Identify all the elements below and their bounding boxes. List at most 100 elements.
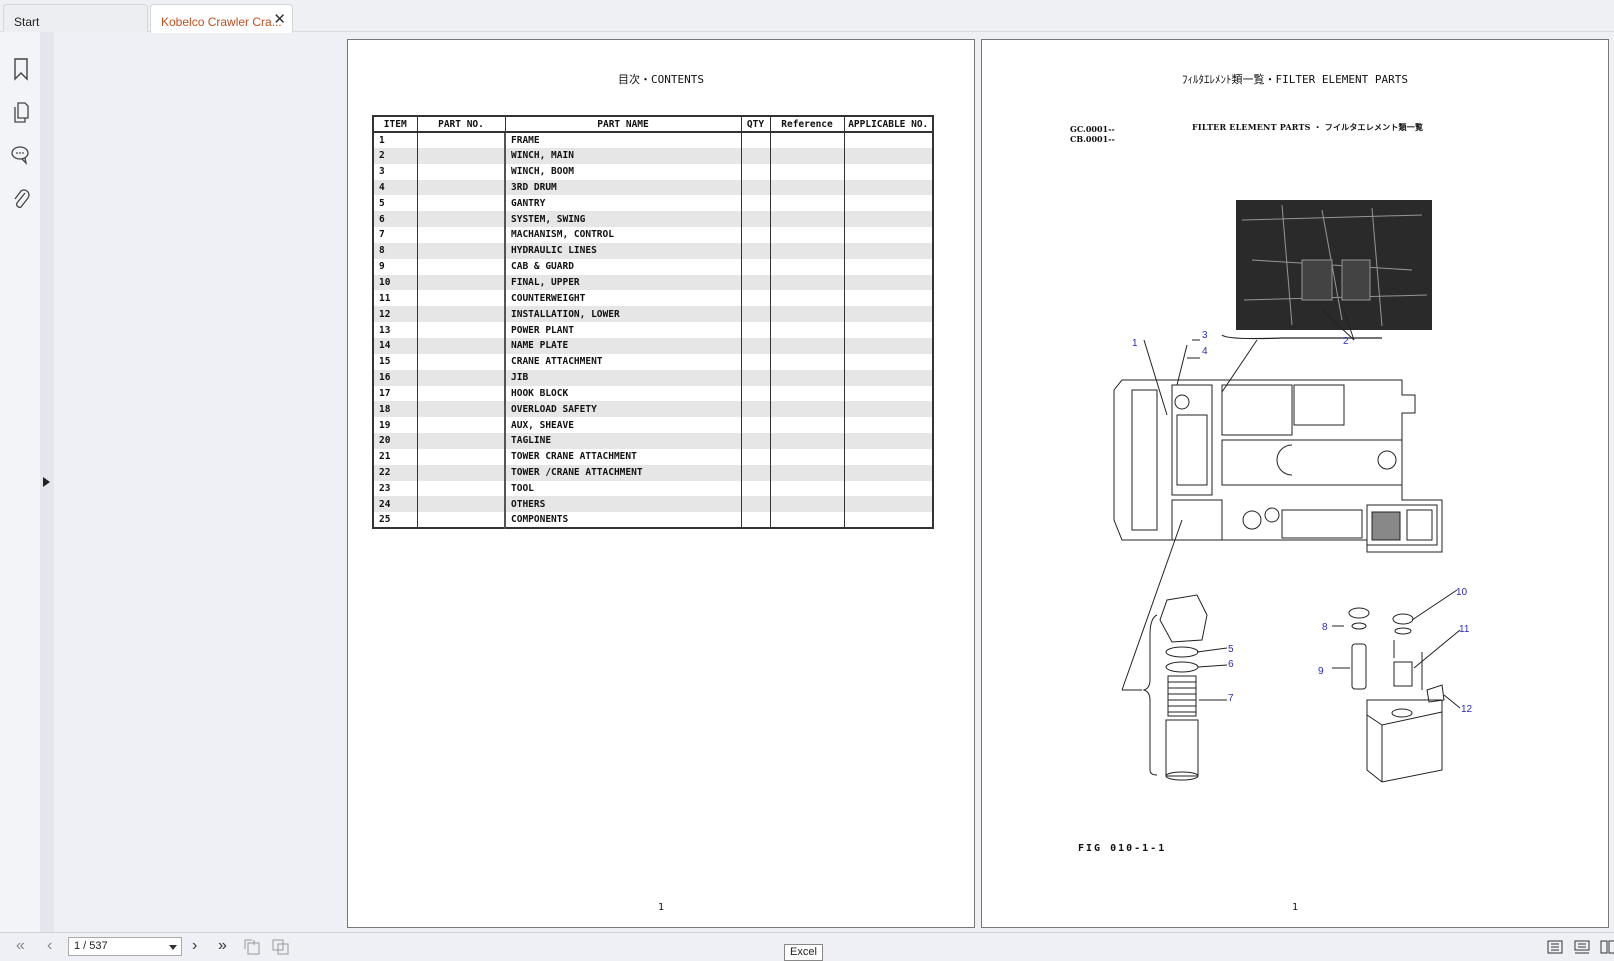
tab-start[interactable]: Start [3, 4, 148, 32]
reference-cell [769, 417, 845, 434]
qty-cell [740, 385, 771, 402]
page-number: 1 [1291, 902, 1299, 913]
applicable-no-cell [843, 322, 934, 338]
single-page-view-icon[interactable] [1547, 940, 1563, 954]
applicable-no-cell [843, 306, 934, 323]
qty-cell [740, 306, 771, 323]
reference-cell [769, 132, 845, 148]
callout-9: 9 [1318, 666, 1324, 677]
callout-2: 2 [1343, 336, 1349, 347]
item-cell: 17 [372, 385, 418, 402]
part-no-cell [416, 242, 506, 259]
insert-page-icon[interactable] [272, 939, 290, 955]
extract-page-icon[interactable] [244, 939, 262, 955]
item-cell: 11 [372, 290, 418, 307]
applicable-no-cell [843, 480, 934, 497]
part-name-cell: 3RD DRUM [504, 179, 742, 196]
model-code: GC.0001-- [1070, 124, 1115, 134]
item-cell: 22 [372, 464, 418, 481]
close-icon[interactable]: ✕ [273, 11, 286, 28]
callout-4: 4 [1202, 346, 1208, 357]
model-codes: GC.0001-- CB.0001-- [1070, 124, 1115, 144]
chevron-down-icon [169, 945, 177, 950]
part-no-cell [416, 274, 506, 291]
applicable-no-cell [843, 258, 934, 275]
bookmark-icon[interactable] [10, 56, 32, 82]
qty-cell [740, 480, 771, 497]
applicable-no-cell [843, 132, 934, 148]
part-no-cell [416, 211, 506, 228]
part-no-cell [416, 369, 506, 386]
qty-cell [740, 417, 771, 434]
comments-icon[interactable] [10, 142, 32, 168]
qty-cell [740, 464, 771, 481]
item-cell: 1 [372, 132, 418, 148]
prev-page-icon[interactable]: ‹ [47, 937, 53, 954]
item-cell: 4 [372, 179, 418, 196]
applicable-no-cell [843, 147, 934, 164]
expand-panel-icon[interactable] [43, 477, 50, 487]
reference-cell [769, 274, 845, 291]
applicable-no-cell [843, 464, 934, 481]
reference-cell [769, 306, 845, 323]
applicable-no-cell [843, 242, 934, 259]
tab-document[interactable]: Kobelco Crawler Cra... ✕ [150, 4, 293, 33]
qty-cell [740, 227, 771, 243]
drawing-subheading: FILTER ELEMENT PARTS ・ フイルタエレメント類一覧 [1192, 122, 1424, 132]
applicable-no-cell [843, 401, 934, 418]
reference-cell [769, 163, 845, 180]
applicable-no-cell [843, 433, 934, 449]
two-page-view-icon[interactable] [1600, 940, 1614, 954]
reference-cell [769, 211, 845, 228]
first-page-icon[interactable]: « [16, 937, 25, 954]
applicable-no-cell [843, 337, 934, 354]
part-name-cell: WINCH, BOOM [504, 163, 742, 180]
callout-12: 12 [1461, 704, 1473, 715]
qty-cell [740, 242, 771, 259]
part-no-cell [416, 290, 506, 307]
callout-3: 3 [1202, 330, 1208, 341]
continuous-view-icon[interactable] [1574, 940, 1590, 954]
part-name-cell: TOWER CRANE ATTACHMENT [504, 448, 742, 465]
part-name-cell: TAGLINE [504, 433, 742, 449]
reference-cell [769, 433, 845, 449]
tab-label: Kobelco Crawler Cra... [161, 15, 282, 29]
item-cell: 25 [372, 512, 418, 529]
table-row: 21 TOWER CRANE ATTACHMENT [372, 448, 934, 465]
page-title: 目次・CONTENTS [618, 73, 704, 86]
reference-cell [769, 258, 845, 275]
qty-cell [740, 322, 771, 338]
part-no-cell [416, 417, 506, 434]
item-cell: 16 [372, 369, 418, 386]
part-no-cell [416, 353, 506, 370]
applicable-no-cell [843, 274, 934, 291]
part-no-cell [416, 306, 506, 323]
column-header: PART NO. [416, 115, 506, 133]
next-page-icon[interactable]: › [192, 937, 198, 954]
reference-cell [769, 179, 845, 196]
qty-cell [740, 433, 771, 449]
last-page-icon[interactable]: » [218, 937, 227, 954]
page-number-select[interactable]: 1 / 537 [68, 937, 182, 956]
attachment-icon[interactable] [10, 187, 32, 213]
item-cell: 2 [372, 147, 418, 164]
qty-cell [740, 163, 771, 180]
applicable-no-cell [843, 227, 934, 243]
qty-cell [740, 132, 771, 148]
pages-icon[interactable] [10, 99, 32, 125]
reference-cell [769, 227, 845, 243]
item-cell: 21 [372, 448, 418, 465]
applicable-no-cell [843, 290, 934, 307]
reference-cell [769, 464, 845, 481]
part-no-cell [416, 322, 506, 338]
pdf-page-filter-elements: ﾌｨﾙﾀｴﾚﾒﾝﾄ類一覧・FILTER ELEMENT PARTS GC.000… [981, 39, 1609, 928]
callout-6: 6 [1228, 659, 1234, 670]
callout-11: 11 [1459, 624, 1470, 635]
